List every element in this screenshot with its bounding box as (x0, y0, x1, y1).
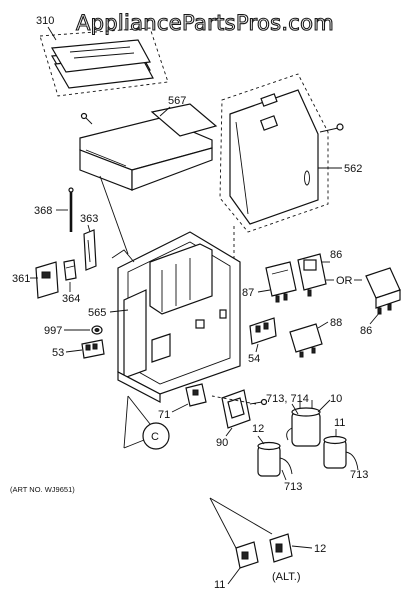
leader-12-alt (291, 545, 313, 549)
callout-86-right: 86 (360, 325, 372, 337)
callout-562: 562 (344, 163, 362, 175)
callout-310: 310 (36, 15, 54, 27)
leader-713-714 (291, 403, 299, 415)
callout-364: 364 (62, 293, 80, 305)
callout-10: 10 (330, 393, 342, 405)
svg-text:C: C (151, 431, 159, 443)
callout-368: 368 (34, 205, 52, 217)
callout-713-714: 713, 714 (266, 393, 309, 405)
part-main-chassis (99, 175, 241, 403)
part-54-terminal-strip (249, 317, 277, 345)
part-71-component (185, 383, 207, 407)
part-567-cover (79, 103, 218, 191)
callout-87: 87 (242, 287, 254, 299)
part-10-capacitor (286, 400, 321, 447)
part-363-bracket (83, 229, 97, 271)
callout-361: 361 (12, 273, 30, 285)
callout-88: 88 (330, 317, 342, 329)
part-361-latch (35, 261, 59, 299)
callout-71: 71 (158, 409, 170, 421)
leader-713-lower (281, 469, 287, 481)
callout-997: 997 (44, 325, 62, 337)
or-note: OR (336, 275, 353, 287)
callout-54: 54 (248, 353, 260, 365)
leader-10 (317, 399, 331, 413)
leader-11-alt (227, 567, 241, 585)
leader-71 (171, 403, 189, 413)
part-364-clip (63, 259, 77, 281)
part-53-terminal-block (81, 339, 105, 359)
callout-c-reference: C (123, 395, 170, 450)
callout-713-lower: 713 (284, 481, 302, 493)
part-90-transformer (221, 389, 268, 429)
callout-53: 53 (52, 347, 64, 359)
part-88-relay (289, 323, 323, 358)
leader-565 (109, 309, 129, 313)
leader-53 (65, 349, 83, 353)
alt-note: (ALT.) (272, 571, 301, 583)
part-86-relay-right (365, 267, 401, 315)
part-87-relay (265, 261, 297, 303)
callout-713-right: 713 (350, 469, 368, 481)
part-310-filter-pads (39, 27, 169, 97)
leader-88 (317, 321, 329, 329)
leader-363 (87, 224, 91, 233)
callout-363: 363 (80, 213, 98, 225)
callout-11-upper: 11 (334, 417, 345, 429)
art-number: (ART NO. WJ9651) (10, 485, 75, 494)
part-alt-switches (209, 497, 293, 569)
leader-90 (225, 427, 233, 437)
part-997-grommet (91, 325, 103, 335)
leader-54 (255, 343, 259, 353)
callout-567: 567 (168, 95, 186, 107)
callout-11-alt: 11 (214, 579, 225, 591)
part-562-side-panel (219, 73, 344, 272)
callout-12-alt: 12 (314, 543, 326, 555)
leader-310 (47, 26, 57, 41)
leader-567 (159, 106, 171, 117)
watermark-text: AppliancePartsPros.com (76, 11, 334, 35)
part-86-relay-left (297, 253, 327, 297)
callout-12-upper: 12 (252, 423, 264, 435)
leader-87 (257, 289, 271, 293)
part-368-rod (68, 187, 74, 232)
callout-90: 90 (216, 437, 228, 449)
part-11-capacitor (323, 435, 359, 471)
part-12-capacitor (257, 441, 293, 477)
leader-86-right (369, 311, 381, 325)
callout-565: 565 (88, 307, 106, 319)
leader-12-upper (257, 435, 265, 445)
callout-86-left: 86 (330, 249, 342, 261)
